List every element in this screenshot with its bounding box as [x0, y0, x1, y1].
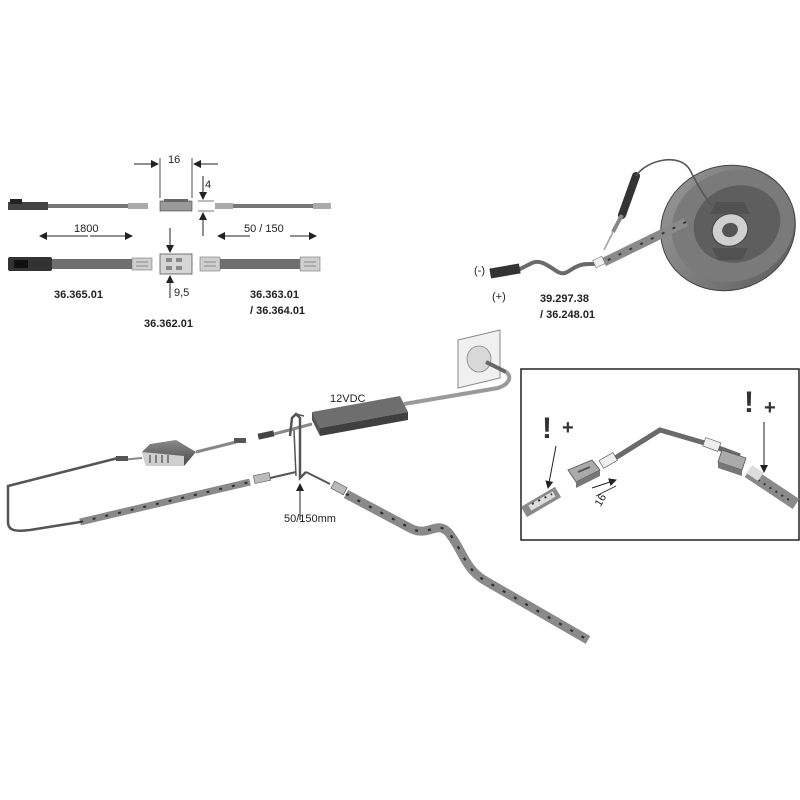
- driver-output-cable: [273, 422, 313, 436]
- connector-cable-side-view: [215, 203, 331, 209]
- dim-label-4: 4: [205, 179, 211, 191]
- part-number-connector: 36.362.01: [144, 318, 193, 330]
- connector-cable-top-view: [199, 256, 321, 272]
- part-number-connector-cable-b: / 36.364.01: [250, 305, 305, 317]
- feed-cable-loop: [6, 456, 119, 532]
- inset-warning-left-icon: !: [542, 412, 552, 445]
- cable-plug: [257, 430, 275, 440]
- connection-cable: [517, 259, 605, 276]
- polarity-positive: (+): [492, 291, 506, 303]
- feed-cable-top-view: [8, 257, 153, 271]
- inset-frame: [520, 368, 800, 541]
- dimension-drawing: 16 4 1800 50 / 150: [8, 154, 331, 330]
- distributor-box: [142, 440, 196, 466]
- cable-plug: [116, 456, 128, 461]
- inset-pointer-left: [545, 445, 557, 489]
- cable-length-label: 50/150mm: [284, 513, 336, 525]
- inset-plus-right: +: [764, 397, 776, 419]
- strip-connector: [330, 480, 348, 496]
- wall-socket: [457, 329, 507, 389]
- cable-end: [592, 255, 606, 269]
- dim-label-50-150: 50 / 150: [244, 223, 284, 235]
- led-strip: [602, 217, 688, 267]
- driver-voltage-label: 12VDC: [330, 393, 366, 405]
- inset-connector: [717, 449, 747, 476]
- inset-warning-right-icon: !: [744, 386, 754, 419]
- cable-plug: [234, 438, 246, 443]
- dim-label-1800: 1800: [74, 223, 98, 235]
- polarity-negative: (-): [474, 265, 485, 277]
- feed-cable-side-view: [8, 199, 148, 210]
- installation-scene: 12VDC 50/150mm: [6, 329, 591, 644]
- reel: [660, 164, 796, 292]
- cable-end: [702, 437, 722, 452]
- dim-label-16: 16: [168, 154, 180, 166]
- connector-top-view: [159, 253, 193, 275]
- led-strip-right: [343, 490, 591, 644]
- mains-cable: [403, 370, 512, 406]
- power-driver: [312, 396, 408, 436]
- strip-reel-illustration: (-) (+) 39.297.38 / 36.248.01: [474, 159, 796, 321]
- inset-plus-left: +: [562, 417, 574, 439]
- dim-arrow: [591, 478, 617, 489]
- strip-connector: [252, 472, 272, 484]
- cable-end: [598, 452, 618, 469]
- part-number-connector-cable-a: 36.363.01: [250, 289, 299, 301]
- part-number-strip-reel-b: / 36.248.01: [540, 309, 595, 321]
- inset-cable-bridge: [610, 427, 741, 463]
- inset-detail-box: 16 ! + ! +: [520, 368, 800, 541]
- part-number-strip-reel-a: 39.297.38: [540, 293, 589, 305]
- inset-connector: [567, 459, 601, 488]
- soldering-iron-icon: [603, 159, 713, 251]
- distributor-cable: [195, 440, 237, 454]
- part-number-feed-cable: 36.365.01: [54, 289, 103, 301]
- corner-cable: [288, 412, 307, 482]
- inset-dim-label-16: 16: [593, 492, 610, 509]
- dim-label-9-5: 9,5: [174, 287, 189, 299]
- cable-plug: [489, 263, 521, 279]
- connector-side-view: [159, 199, 193, 212]
